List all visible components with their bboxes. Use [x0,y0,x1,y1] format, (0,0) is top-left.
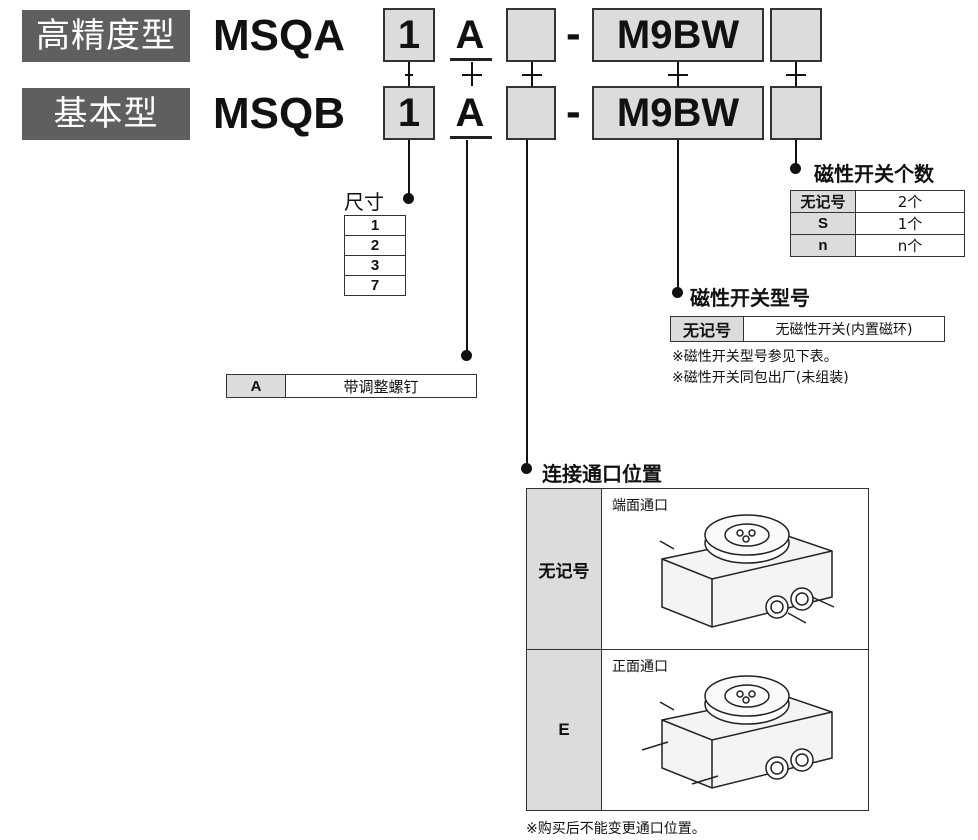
port-desc: 正面通口 [612,659,668,675]
size-value: 2 [344,235,406,256]
count-box [770,86,822,140]
count-box [770,8,822,62]
port-box [506,86,556,140]
dash: - [566,9,581,58]
table-row: 1 [344,215,406,236]
switch-type-value: 无磁性开关(内置磁环) [743,316,945,342]
model-code-msqa: MSQA [213,11,345,60]
table-row: 无记号 端面通口 [526,488,869,650]
count-key: 无记号 [790,190,856,213]
adjust-box: A [455,13,485,57]
table-row: E 正面通口 [526,649,869,811]
table-row: 2 [344,235,406,256]
port-box [506,8,556,62]
basic-type-label: 基本型 [22,88,190,140]
size-box: 1 [383,8,435,62]
count-key: S [790,212,856,235]
table-row: 3 [344,255,406,276]
count-value: 1个 [855,212,965,235]
count-key: n [790,234,856,257]
switch-box: M9BW [592,8,764,62]
adjust-dot [461,350,472,361]
dash: - [566,87,581,136]
model-code-msqb: MSQB [213,89,345,138]
switch-type-table: 无记号 无磁性开关(内置磁环) [670,316,945,342]
size-value: 3 [344,255,406,276]
switch-type-title: 磁性开关型号 [690,286,810,310]
adjust-value: 带调整螺钉 [285,374,477,398]
port-cell: 正面通口 [601,649,869,811]
port-desc: 端面通口 [612,498,668,514]
size-value: 7 [344,275,406,296]
size-table: 1 2 3 7 [344,215,406,296]
adjust-box: A [455,91,485,135]
port-table: 无记号 端面通口 E [526,488,869,811]
switch-type-key: 无记号 [670,316,744,342]
count-value: 2个 [855,190,965,213]
table-row: 7 [344,275,406,296]
size-value: 1 [344,215,406,236]
port-cell: 端面通口 [601,488,869,650]
table-row: A 带调整螺钉 [226,374,477,398]
size-dot [403,193,414,204]
adjust-table: A 带调整螺钉 [226,374,477,398]
switch-box: M9BW [592,86,764,140]
table-row: 无记号 无磁性开关(内置磁环) [670,316,945,342]
count-title: 磁性开关个数 [814,162,934,186]
port-key: E [526,649,602,811]
adjust-underline [450,136,492,139]
high-precision-label: 高精度型 [22,10,190,62]
switch-note-2: ※磁性开关同包出厂(未组装) [672,370,849,386]
port-key: 无记号 [526,488,602,650]
adjust-key: A [226,374,286,398]
size-title: 尺寸 [344,190,384,214]
switch-type-dot [672,287,683,298]
size-box: 1 [383,86,435,140]
count-value: n个 [855,234,965,257]
port-note: ※购买后不能变更通口位置。 [526,821,706,837]
port-title: 连接通口位置 [542,462,662,486]
adjust-underline [450,58,492,61]
count-dot [790,163,801,174]
actuator-front-port-image [641,675,833,789]
actuator-end-port-image [659,514,835,628]
port-dot [521,463,532,474]
switch-note-1: ※磁性开关型号参见下表。 [672,349,838,365]
